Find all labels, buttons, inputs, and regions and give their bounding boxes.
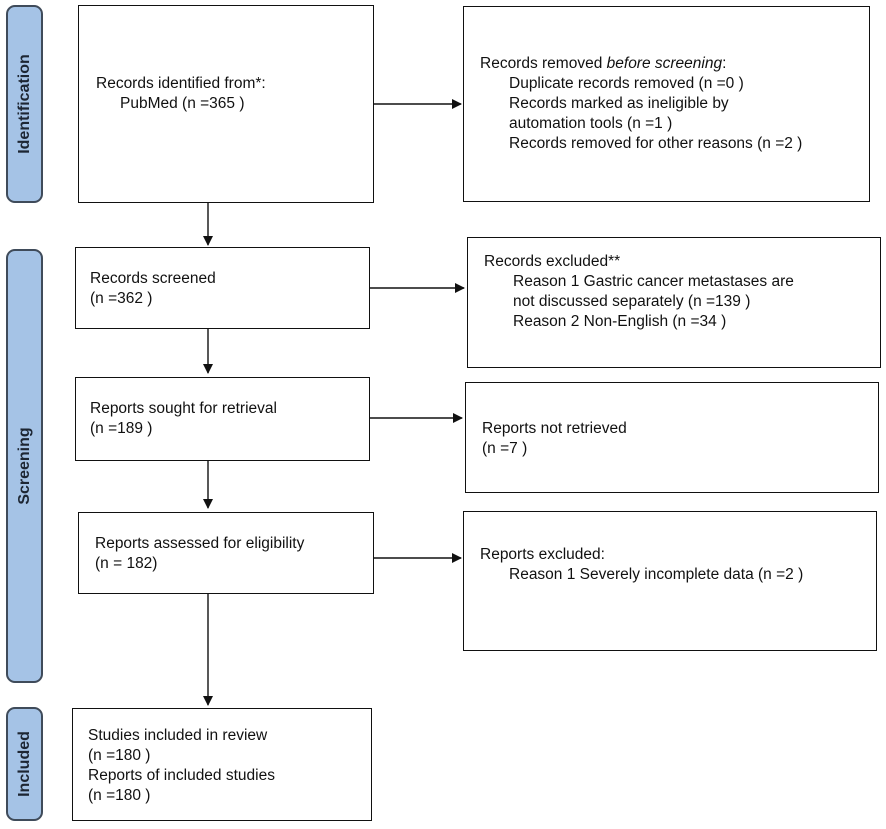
phase-included: Included [6,707,43,821]
exclusion-reason-1-line1: Reason 1 Gastric cancer metastases are [513,273,794,290]
records-excluded-box: Records excluded** Reason 1 Gastric canc… [467,237,881,368]
reports-included-label: Reports of included studies [88,767,275,784]
reports-assessed-box: Reports assessed for eligibility (n = 18… [78,512,374,594]
records-screened-count: (n =362 ) [90,290,153,307]
records-removed-title: Records removed before screening: [480,55,727,72]
records-screened-box: Records screened (n =362 ) [75,247,370,329]
phase-screening: Screening [6,249,43,683]
studies-included-label: Studies included in review [88,727,268,744]
reports-included-count: (n =180 ) [88,787,151,804]
exclusion-reason-1-line2: not discussed separately (n =139 ) [513,293,751,310]
reports-excluded-box: Reports excluded: Reason 1 Severely inco… [463,511,877,651]
reports-assessed-count: (n = 182) [95,555,158,572]
records-identified-label: Records identified from*: [96,75,266,92]
reports-sought-box: Reports sought for retrieval (n =189 ) [75,377,370,461]
marked-ineligible-line1: Records marked as ineligible by [509,95,729,112]
marked-ineligible-line2: automation tools (n =1 ) [509,115,673,132]
reports-excluded-title: Reports excluded: [480,546,605,563]
records-excluded-title: Records excluded** [484,253,621,270]
records-screened-label: Records screened [90,270,216,287]
records-identified-box: Records identified from*: PubMed (n =365… [78,5,374,203]
duplicates-removed: Duplicate records removed (n =0 ) [509,75,744,92]
studies-included-count: (n =180 ) [88,747,151,764]
exclusion-reason-2: Reason 2 Non-English (n =34 ) [513,313,727,330]
reports-not-retrieved-label: Reports not retrieved [482,420,627,437]
reports-assessed-label: Reports assessed for eligibility [95,535,305,552]
reports-sought-label: Reports sought for retrieval [90,400,277,417]
removed-other-reasons: Records removed for other reasons (n =2 … [509,135,803,152]
reports-not-retrieved-box: Reports not retrieved (n =7 ) [465,382,879,493]
records-identified-pubmed: PubMed (n =365 ) [120,95,245,112]
studies-included-box: Studies included in review (n =180 ) Rep… [72,708,372,821]
reports-excluded-reason-1: Reason 1 Severely incomplete data (n =2 … [509,566,804,583]
reports-sought-count: (n =189 ) [90,420,153,437]
records-removed-box: Records removed before screening: Duplic… [463,6,870,202]
reports-not-retrieved-count: (n =7 ) [482,440,528,457]
phase-identification: Identification [6,5,43,203]
